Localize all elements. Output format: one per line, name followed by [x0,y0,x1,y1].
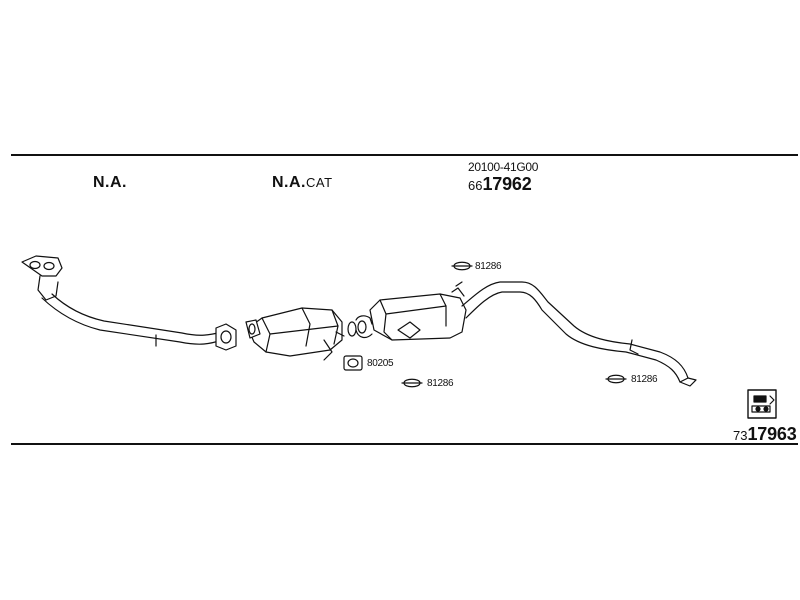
clamp-icon [401,378,423,388]
clamp-code-middle: 81286 [427,378,454,389]
na-text: N.A. [93,174,127,191]
clamp-code-upper: 81286 [475,261,502,272]
ref-bottom-main: 17963 [747,424,797,444]
tail-pipe [461,281,697,387]
clamp-icon [605,374,627,384]
catalytic-converter [245,307,357,361]
gasket-icon [343,355,363,371]
center-muffler [355,281,467,341]
na-cat-label: N.A.CAT [272,174,333,192]
clamp-icon [451,261,473,271]
gasket-code: 80205 [367,358,394,369]
front-pipe [21,255,237,351]
parts-kit-icon [747,389,777,419]
ref-bottom-prefix: 73 [733,428,748,443]
ref-number-top: 6617962 [468,174,532,195]
top-divider [11,154,798,156]
ref-top-prefix: 66 [468,178,483,193]
part-number: 20100-41G00 [468,160,539,174]
ref-number-bottom: 7317963 [733,424,797,445]
clamp-code-right: 81286 [631,374,658,385]
ref-top-main: 17962 [482,174,532,194]
na-label: N.A. [93,174,127,192]
na-cat-prefix: N.A. [272,174,306,191]
bottom-divider [11,443,798,445]
na-cat-suffix: CAT [306,175,333,190]
